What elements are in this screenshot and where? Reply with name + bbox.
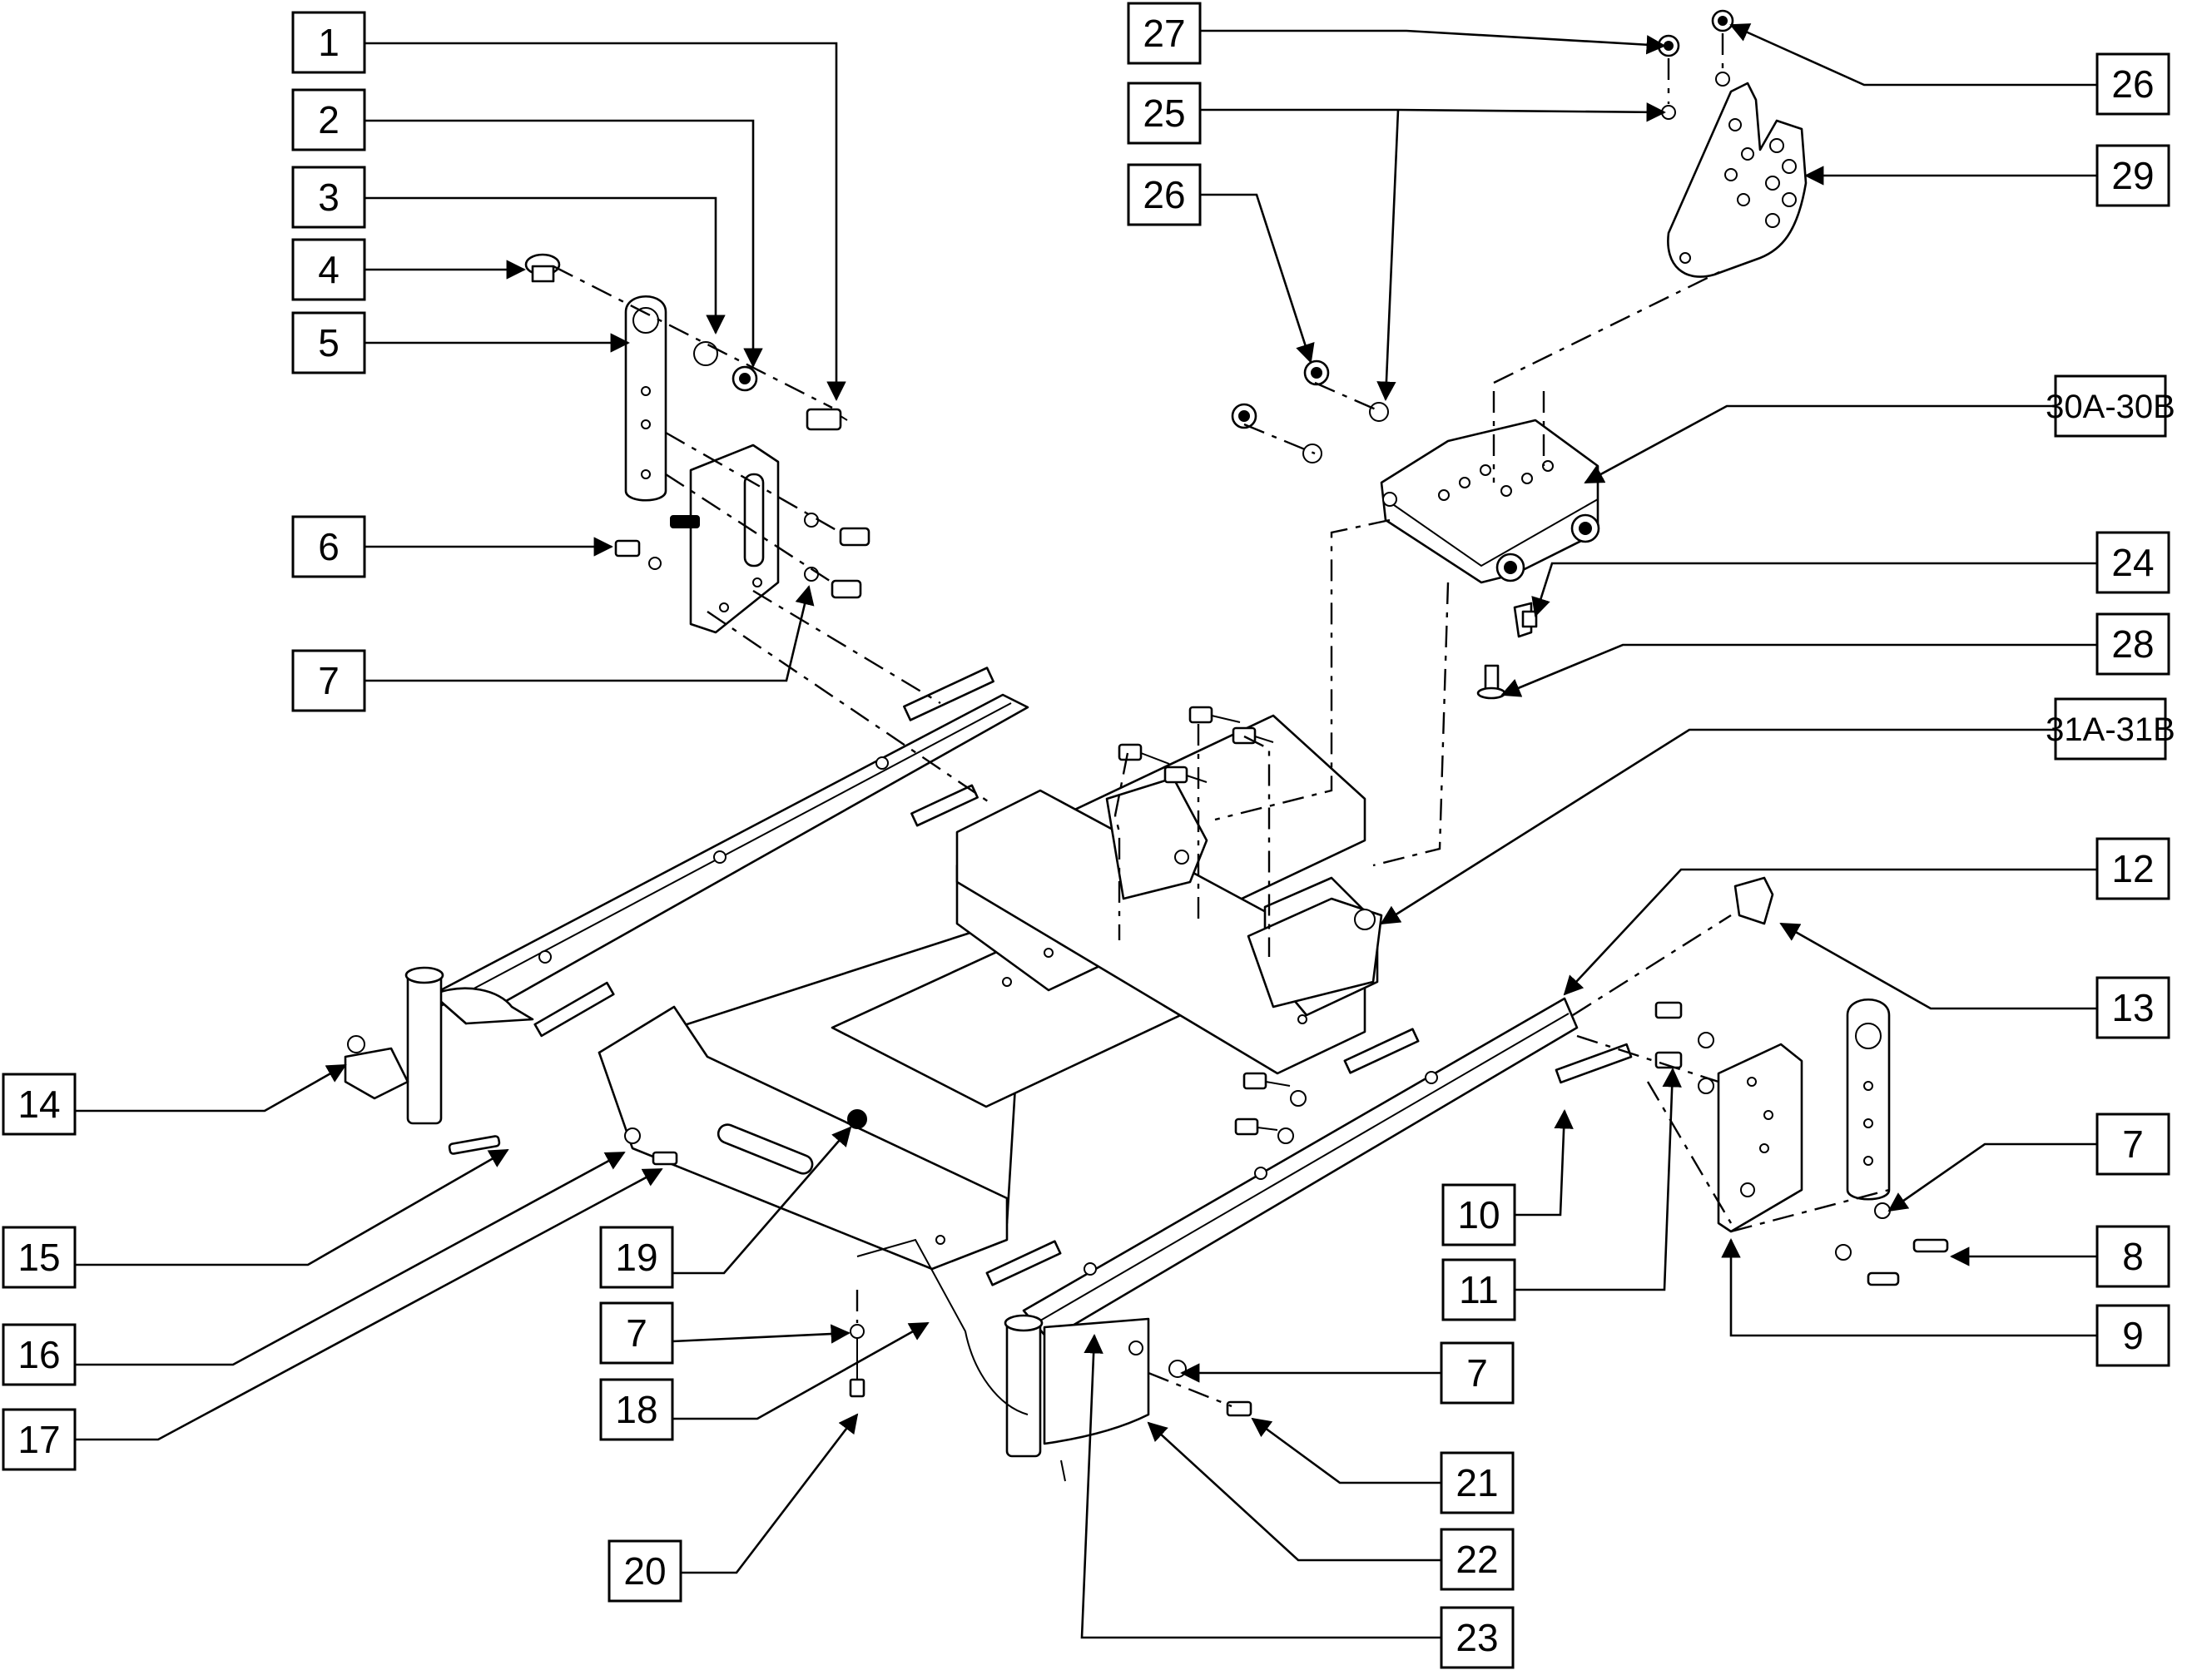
callout-16: 16 <box>2 1323 77 1386</box>
svg-text:21: 21 <box>1456 1461 1498 1504</box>
svg-text:7: 7 <box>1466 1351 1488 1395</box>
svg-text:20: 20 <box>623 1549 666 1593</box>
callout-7-right-top: 7 <box>2095 1113 2170 1176</box>
left-caster-bracket <box>344 1047 409 1100</box>
callout-22: 22 <box>1440 1528 1515 1591</box>
callout-6: 6 <box>291 515 366 578</box>
svg-text:6: 6 <box>318 525 340 568</box>
svg-text:30A-30B: 30A-30B <box>2046 389 2175 425</box>
callout-26-right: 26 <box>2095 52 2170 116</box>
callout-5: 5 <box>291 311 366 374</box>
callout-30a-30b: 30A-30B <box>2046 374 2175 438</box>
callout-11: 11 <box>1441 1258 1516 1321</box>
end-cap-13 <box>1733 876 1774 925</box>
callout-10: 10 <box>1441 1183 1516 1246</box>
right-bracket-assembly <box>1654 876 1949 1286</box>
callout-23: 23 <box>1440 1606 1515 1669</box>
callout-8: 8 <box>2095 1225 2170 1288</box>
leader-lines <box>75 23 2097 1639</box>
svg-text:7: 7 <box>626 1311 647 1355</box>
callout-21: 21 <box>1440 1451 1515 1514</box>
svg-text:28: 28 <box>2111 622 2154 666</box>
callout-19: 19 <box>599 1226 674 1289</box>
callout-7-right-bottom: 7 <box>1440 1341 1515 1405</box>
callout-4: 4 <box>291 238 366 301</box>
top-left-bracket-assembly <box>524 253 870 634</box>
callout-24: 24 <box>2095 531 2170 594</box>
svg-text:16: 16 <box>17 1333 60 1376</box>
mount-plate-right <box>1717 1043 1803 1233</box>
svg-text:18: 18 <box>615 1388 657 1431</box>
frame-drawing <box>344 9 1949 1482</box>
svg-text:7: 7 <box>318 659 340 702</box>
callout-3: 3 <box>291 166 366 229</box>
alignment-lines <box>553 33 1890 1408</box>
callout-9: 9 <box>2095 1304 2170 1367</box>
callout-25: 25 <box>1127 82 1202 145</box>
svg-text:12: 12 <box>2111 847 2154 890</box>
callout-7-left-bottom: 7 <box>599 1301 674 1365</box>
svg-text:14: 14 <box>17 1083 60 1126</box>
svg-text:24: 24 <box>2111 541 2154 584</box>
callout-12: 12 <box>2095 837 2170 900</box>
callout-1: 1 <box>291 11 366 74</box>
callout-14: 14 <box>2 1073 77 1136</box>
svg-text:9: 9 <box>2122 1314 2144 1357</box>
callout-15: 15 <box>2 1226 77 1289</box>
callout-28: 28 <box>2095 612 2170 676</box>
callout-7-top-left: 7 <box>291 649 366 712</box>
svg-text:22: 22 <box>1456 1538 1498 1581</box>
svg-text:7: 7 <box>2122 1122 2144 1166</box>
svg-text:10: 10 <box>1457 1193 1500 1236</box>
seat-bracket-29 <box>1667 82 1808 278</box>
svg-text:31A-31B: 31A-31B <box>2046 711 2175 748</box>
rear-cross-beam <box>955 789 1366 1075</box>
svg-text:3: 3 <box>318 176 340 219</box>
svg-text:11: 11 <box>1459 1268 1499 1311</box>
svg-text:8: 8 <box>2122 1235 2144 1278</box>
callout-18: 18 <box>599 1378 674 1441</box>
mount-arm-5 <box>624 295 667 502</box>
svg-text:5: 5 <box>318 321 340 364</box>
callout-17: 17 <box>2 1408 77 1471</box>
svg-text:29: 29 <box>2111 154 2154 197</box>
rear-upper-block <box>1247 897 1383 1008</box>
svg-text:25: 25 <box>1143 92 1185 135</box>
svg-text:19: 19 <box>615 1236 657 1279</box>
svg-text:26: 26 <box>2111 62 2154 106</box>
slide-bracket-30 <box>1380 419 1599 584</box>
top-right-bracket-assembly <box>1231 9 1808 700</box>
svg-text:2: 2 <box>318 98 340 141</box>
callout-2: 2 <box>291 88 366 151</box>
left-caster-tube <box>404 966 444 1125</box>
svg-text:13: 13 <box>2111 986 2154 1029</box>
svg-text:4: 4 <box>318 248 340 291</box>
callout-13: 13 <box>2095 976 2170 1039</box>
mount-arm-right <box>1846 998 1891 1201</box>
callout-27: 27 <box>1127 2 1202 65</box>
svg-text:23: 23 <box>1456 1616 1498 1659</box>
frame-fasteners <box>448 1072 1307 1482</box>
svg-text:26: 26 <box>1143 173 1185 216</box>
right-caster-tube <box>1004 1314 1150 1458</box>
svg-text:17: 17 <box>17 1418 60 1461</box>
callout-31a-31b: 31A-31B <box>2046 697 2175 761</box>
left-rail-curve <box>431 987 534 1025</box>
svg-text:27: 27 <box>1143 12 1185 55</box>
left-front-block <box>598 1005 1009 1271</box>
callout-20: 20 <box>608 1539 682 1603</box>
callout-26-left: 26 <box>1127 163 1202 226</box>
callout-29: 29 <box>2095 144 2170 207</box>
svg-text:1: 1 <box>318 21 340 64</box>
svg-text:15: 15 <box>17 1236 60 1279</box>
